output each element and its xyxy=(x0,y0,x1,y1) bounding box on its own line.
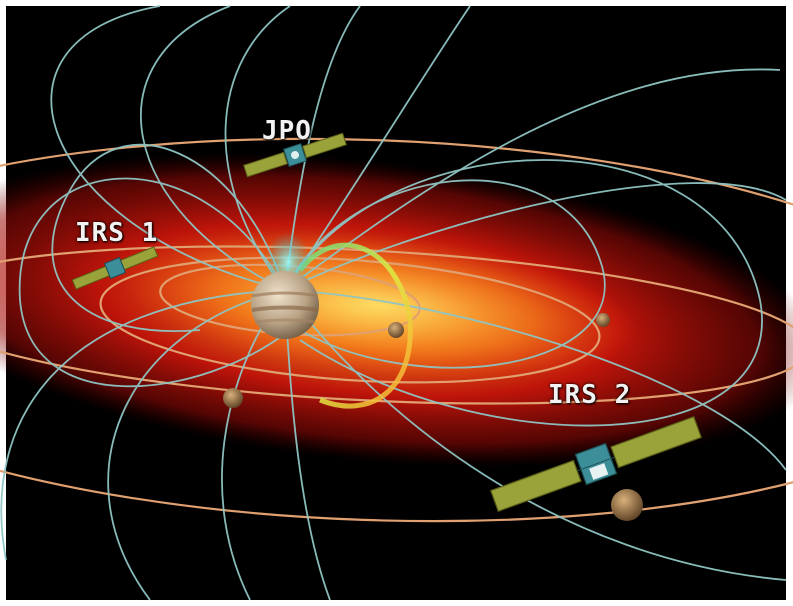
moon xyxy=(596,313,610,327)
magnetic-field-line xyxy=(140,5,286,291)
satellite-jpo xyxy=(243,132,347,178)
inner-torus-glow xyxy=(121,230,639,380)
magnetic-field-line xyxy=(107,289,286,601)
satellite-irs1 xyxy=(71,246,159,290)
orbit-ring xyxy=(0,137,793,523)
magnetic-field-line xyxy=(18,177,291,388)
satellite-irs2 xyxy=(489,415,703,513)
moon xyxy=(388,322,404,338)
jupiter-planet xyxy=(251,271,319,339)
magnetic-field-line xyxy=(284,182,787,291)
label-irs1: IRS 1 xyxy=(75,218,159,248)
magnetic-field-line xyxy=(0,289,286,561)
magnetic-field-line xyxy=(50,5,286,291)
label-jpo: JPO xyxy=(262,116,312,146)
magnetic-field-line xyxy=(51,143,286,332)
label-irs2: IRS 2 xyxy=(548,380,632,410)
magnetic-field-line xyxy=(284,289,787,471)
field-lines xyxy=(0,5,787,601)
flux-tube-arc xyxy=(298,242,413,409)
moon xyxy=(223,388,243,408)
moon xyxy=(611,489,643,521)
magnetic-field-line xyxy=(284,159,763,427)
